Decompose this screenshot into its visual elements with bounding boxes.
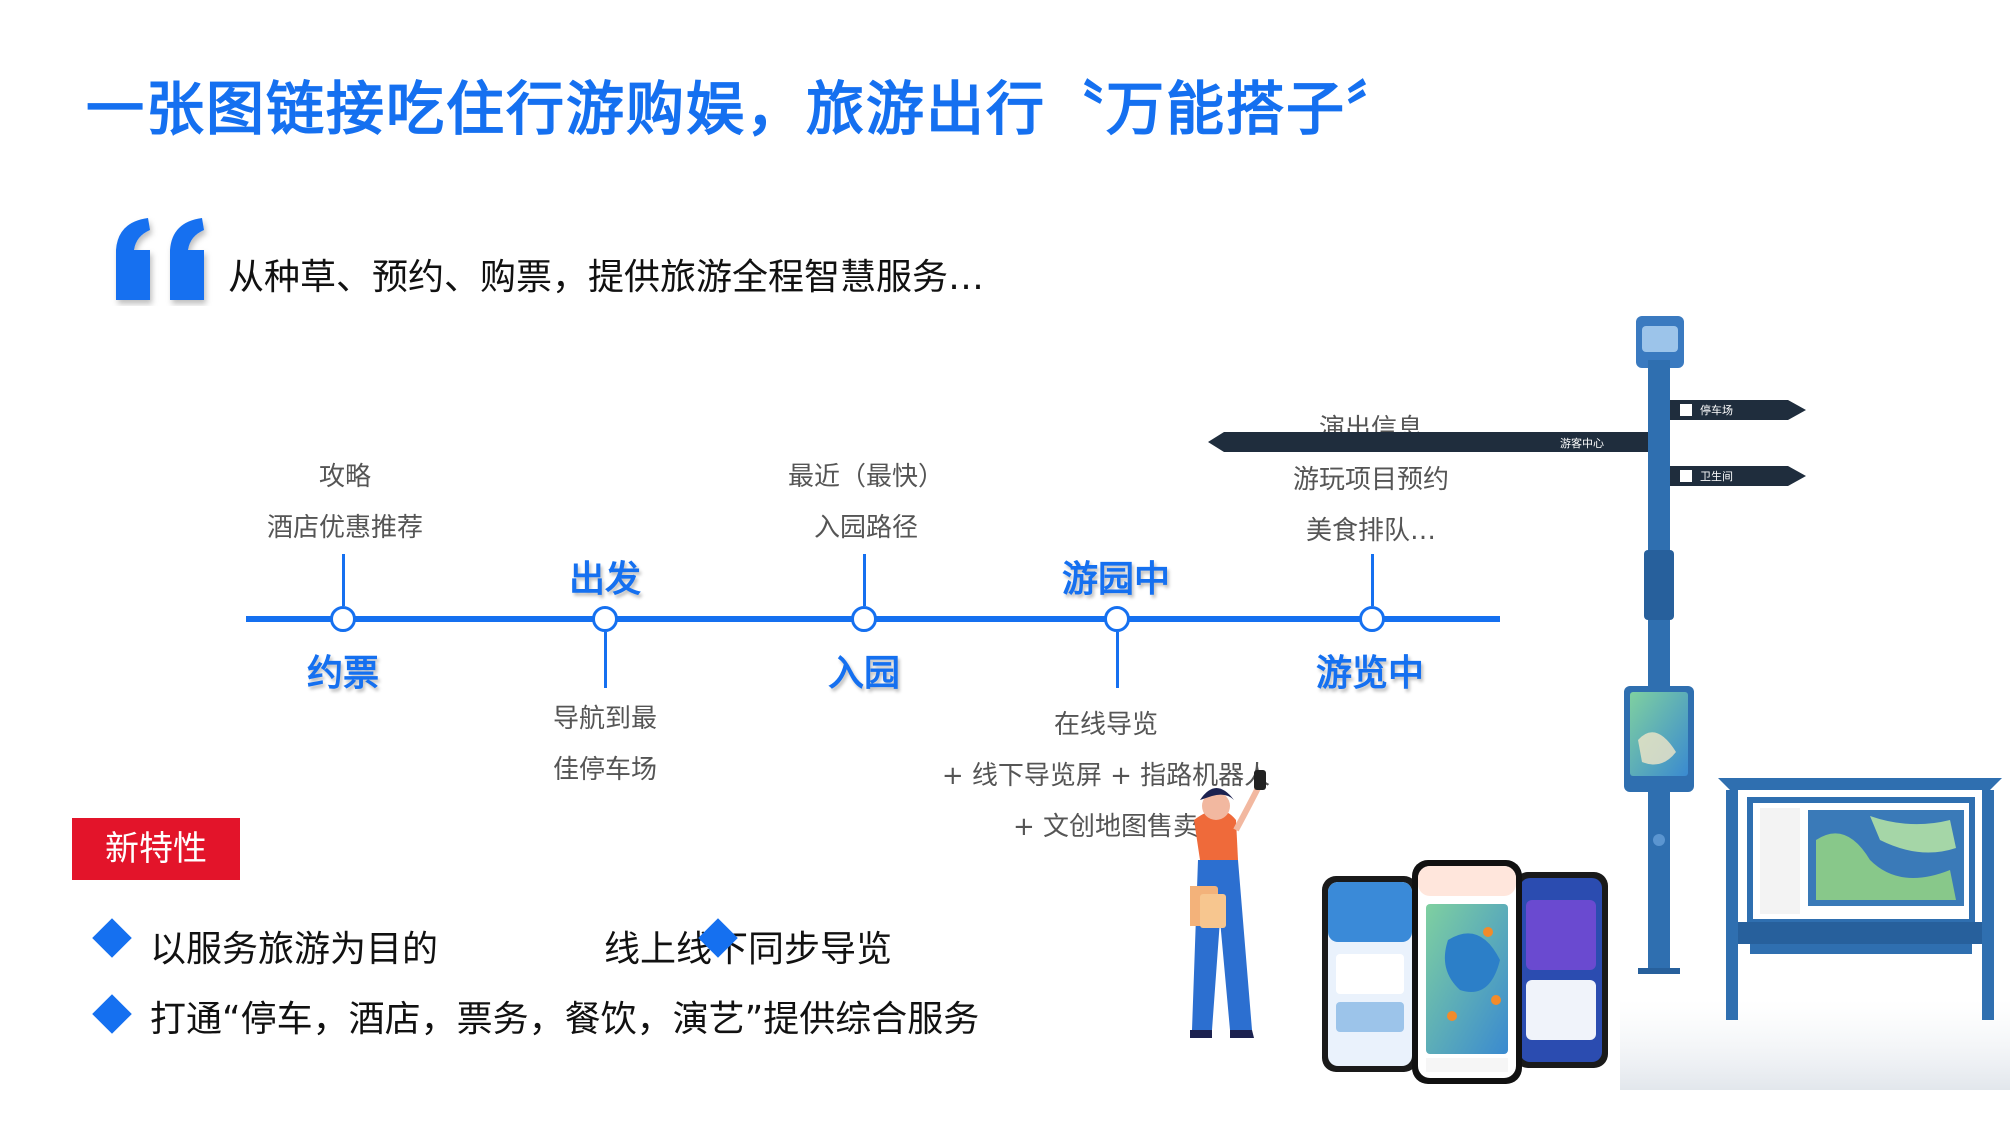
signpost-left-sign <box>1208 432 1648 452</box>
stage-label-yuepiao: 约票 <box>306 653 380 694</box>
timeline-stem-5 <box>1371 554 1374 606</box>
timeline-stem-2 <box>604 632 607 688</box>
signpost-pole <box>1648 360 1670 970</box>
timeline-stem-1 <box>342 554 345 606</box>
phone-mockup-left <box>1322 876 1418 1072</box>
stage-note-4: 在线导览 + 线下导览屏 + 指路机器人 + 文创地图售卖 <box>942 700 1270 853</box>
signpost-right-top-sign <box>1670 400 1806 420</box>
stage-label-youyuanzhong: 游园中 <box>1061 559 1171 600</box>
signpost-right-bottom-sign <box>1670 466 1806 486</box>
signpost-left-sign-text: 游客中心 <box>1560 436 1604 450</box>
stage-label-ruyuan: 入园 <box>827 653 901 694</box>
new-feature-badge: 新特性 <box>72 818 240 880</box>
signpost-icon: 游客中心 停车场 卫生间 <box>1208 316 1806 974</box>
stage-note-line: 攻略 <box>318 462 372 492</box>
illustration-group: 游客中心 停车场 卫生间 <box>1190 316 2010 1090</box>
stage-label-youlanzhong: 游览中 <box>1315 653 1425 694</box>
stage-label-chufa: 出发 <box>568 559 642 600</box>
stage-note-5: 演出信息 游玩项目预约 美食排队… <box>1293 404 1449 557</box>
phone-mockup-right <box>1514 872 1608 1068</box>
person-illustration <box>1190 770 1266 1038</box>
quote-icon <box>116 218 204 300</box>
signpost-right-top-sign-text: 停车场 <box>1700 403 1733 417</box>
stage-note-3: 最近（最快） 入园路径 <box>788 452 944 554</box>
stage-note-line: 入园路径 <box>813 513 919 543</box>
timeline-node-2 <box>592 606 618 632</box>
stage-note-1: 攻略 酒店优惠推荐 <box>267 452 423 554</box>
stage-note-line: + 线下导览屏 + 指路机器人 <box>941 761 1271 791</box>
stage-note-line: 酒店优惠推荐 <box>266 513 424 543</box>
phone-mockup-center <box>1412 860 1522 1084</box>
bullet-diamond-icon <box>92 918 132 958</box>
timeline-node-3 <box>851 606 877 632</box>
stage-note-line: 美食排队… <box>1305 516 1437 546</box>
stage-note-line: + 文创地图售卖 <box>1012 812 1200 842</box>
floor-shadow <box>1620 1000 2010 1090</box>
stage-note-line: 在线导览 <box>1053 710 1158 740</box>
feature-item-3: 打通“停车，酒店，票务，餐饮，演艺”提供综合服务 <box>150 999 980 1040</box>
stage-note-line: 导航到最 <box>552 704 658 734</box>
timeline-node-4 <box>1104 606 1130 632</box>
stage-note-line: 最近（最快） <box>787 462 945 492</box>
feature-item-1: 以服务旅游为目的 <box>150 929 439 970</box>
feature-item-2: 线上线下同步导览 <box>604 929 893 970</box>
signpost-right-bottom-sign-text: 卫生间 <box>1700 469 1733 483</box>
timeline-stem-4 <box>1116 632 1119 688</box>
stage-note-line: 佳停车场 <box>552 755 658 785</box>
stage-note-2: 导航到最 佳停车场 <box>553 694 657 796</box>
info-board-icon <box>1718 778 2002 1020</box>
page-title: 一张图链接吃住行游购娱，旅游出行〝万能搭子〞 <box>86 75 1407 143</box>
timeline-stem-3 <box>863 554 866 606</box>
subtitle: 从种草、预约、购票，提供旅游全程智慧服务… <box>228 257 985 298</box>
timeline-node-1 <box>330 606 356 632</box>
bullet-diamond-icon <box>92 994 132 1034</box>
timeline-node-5 <box>1359 606 1385 632</box>
stage-note-line: 游玩项目预约 <box>1292 465 1450 495</box>
